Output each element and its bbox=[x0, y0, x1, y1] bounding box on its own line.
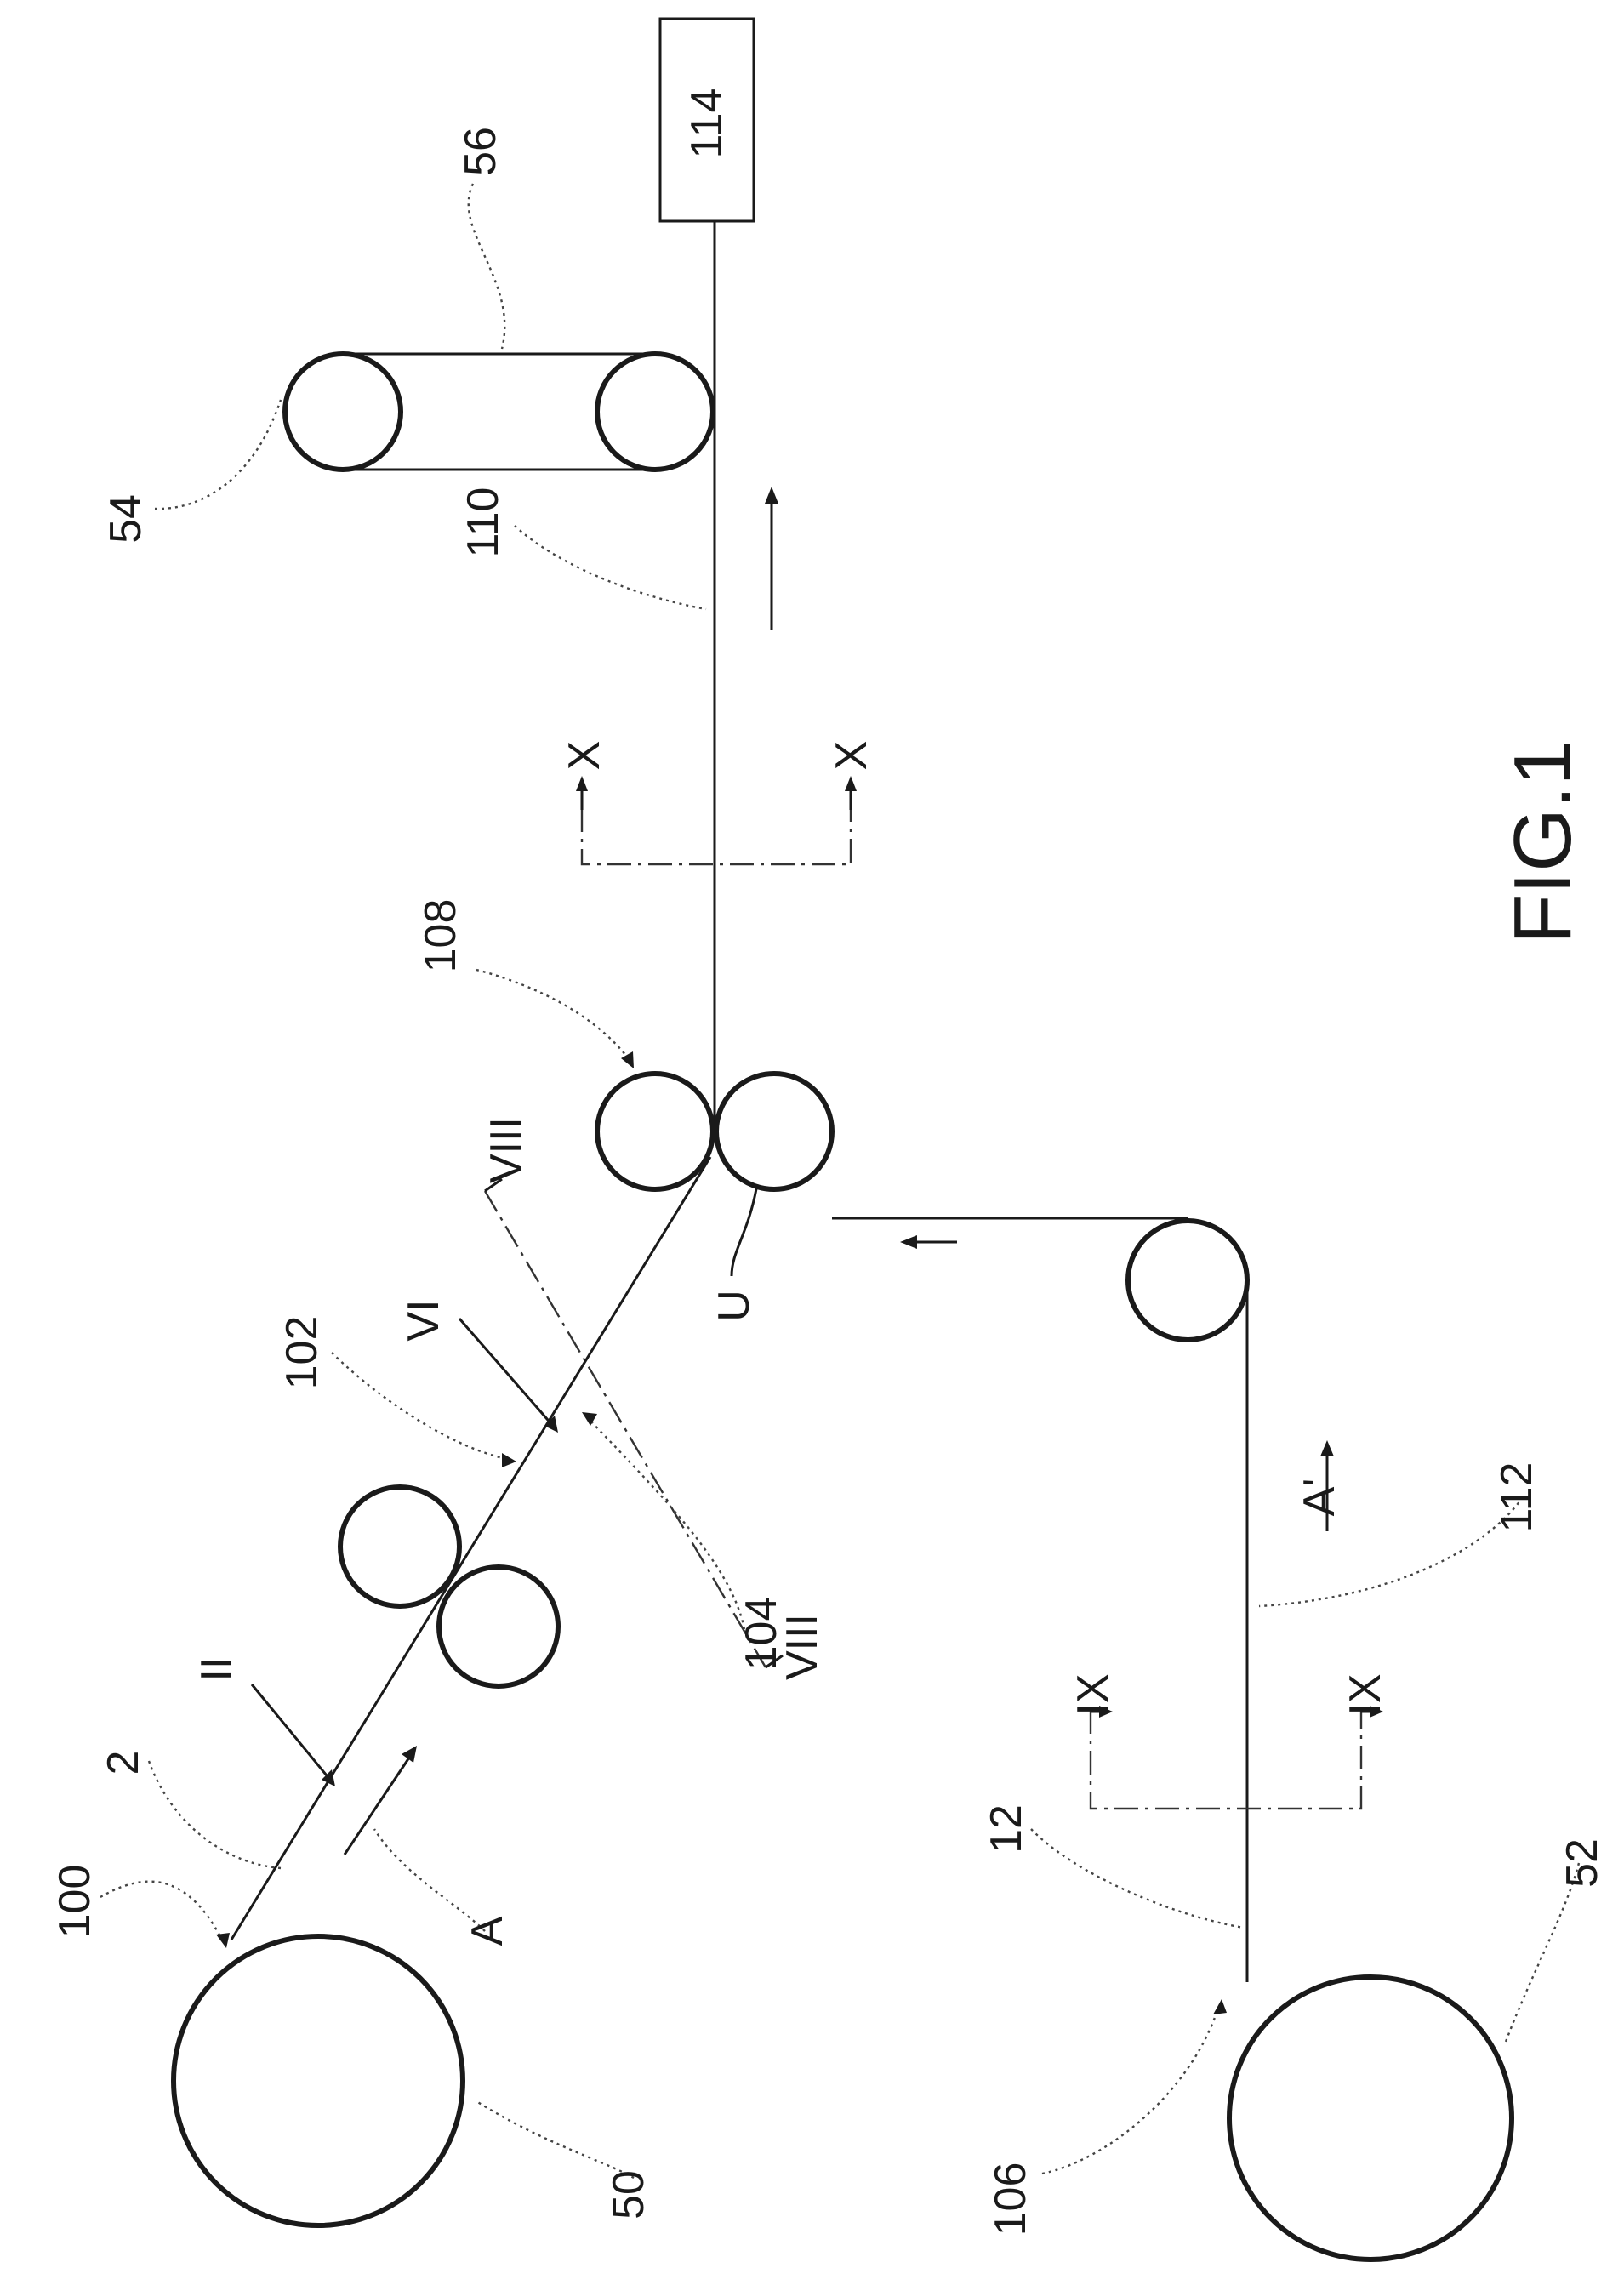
label-112: 112 bbox=[1492, 1462, 1541, 1533]
arrow-A-prime-head bbox=[1320, 1440, 1334, 1456]
section-line-IX bbox=[1091, 1710, 1361, 1809]
label-A-prime: A' bbox=[1295, 1479, 1344, 1517]
guide-roller-112 bbox=[1128, 1221, 1247, 1340]
label-X-top: X bbox=[560, 741, 609, 771]
label-114: 114 bbox=[682, 88, 732, 159]
leader-110 bbox=[515, 526, 706, 609]
supply-roll-50 bbox=[174, 1936, 463, 2225]
section-arrow-X-top-head bbox=[576, 776, 588, 791]
label-12: 12 bbox=[982, 1804, 1031, 1854]
web-line-2 bbox=[231, 1157, 710, 1940]
arrow-A-head bbox=[402, 1746, 417, 1763]
junction-U-arrow bbox=[732, 1184, 757, 1276]
label-A: A bbox=[463, 1916, 512, 1946]
leader-102-head bbox=[502, 1453, 516, 1467]
section-arrow-II bbox=[252, 1684, 330, 1780]
section-arrow-X-bottom-head bbox=[845, 776, 857, 791]
label-100: 100 bbox=[50, 1865, 100, 1939]
label-102: 102 bbox=[277, 1316, 327, 1390]
leader-2 bbox=[149, 1761, 281, 1868]
label-108: 108 bbox=[416, 899, 465, 973]
section-line-X bbox=[582, 808, 851, 864]
section-arrow-VI bbox=[459, 1319, 553, 1426]
supply-roll-52 bbox=[1229, 1977, 1512, 2259]
calender-roller-lower bbox=[439, 1567, 558, 1686]
roller-54 bbox=[285, 354, 401, 470]
leader-50 bbox=[476, 2101, 634, 2178]
arrow-return-head bbox=[900, 1235, 917, 1249]
leader-106-head bbox=[1213, 1999, 1227, 2014]
leader-100-head bbox=[216, 1933, 230, 1948]
calender-roller-upper bbox=[340, 1487, 459, 1606]
label-U: U bbox=[709, 1290, 759, 1322]
nip-roller-108-lower bbox=[716, 1074, 832, 1189]
leader-52 bbox=[1506, 1863, 1579, 2042]
leader-54 bbox=[155, 400, 281, 509]
leader-108-head bbox=[621, 1051, 634, 1068]
figure-title: FIG.1 bbox=[1497, 740, 1588, 944]
label-IX-top: IX bbox=[1068, 1673, 1118, 1715]
label-IX-bottom: IX bbox=[1341, 1673, 1390, 1715]
label-54: 54 bbox=[101, 494, 151, 544]
leader-102 bbox=[332, 1353, 510, 1460]
leader-A bbox=[374, 1829, 485, 1931]
leader-56 bbox=[469, 184, 505, 349]
leader-108 bbox=[476, 970, 630, 1060]
leader-104 bbox=[587, 1417, 744, 1629]
leader-106 bbox=[1042, 2008, 1218, 2174]
label-104: 104 bbox=[737, 1597, 786, 1671]
label-II: II bbox=[192, 1657, 242, 1682]
label-52: 52 bbox=[1558, 1838, 1607, 1888]
arrow-A bbox=[345, 1752, 413, 1855]
arrow-upper-web-head bbox=[765, 487, 778, 504]
leader-104-head bbox=[582, 1412, 597, 1426]
label-2: 2 bbox=[99, 1751, 148, 1775]
label-X-bottom: X bbox=[827, 741, 876, 771]
label-56: 56 bbox=[456, 127, 505, 176]
roller-56-lower bbox=[597, 354, 713, 470]
label-50: 50 bbox=[604, 2170, 653, 2219]
label-VIII-top: VIII bbox=[482, 1117, 531, 1183]
label-106: 106 bbox=[986, 2162, 1035, 2237]
label-110: 110 bbox=[459, 487, 508, 558]
leader-12 bbox=[1031, 1829, 1244, 1928]
leader-100 bbox=[100, 1882, 223, 1941]
label-VI: VI bbox=[399, 1299, 448, 1341]
nip-roller-108-upper bbox=[597, 1074, 713, 1189]
section-line-VIII bbox=[485, 1191, 766, 1667]
